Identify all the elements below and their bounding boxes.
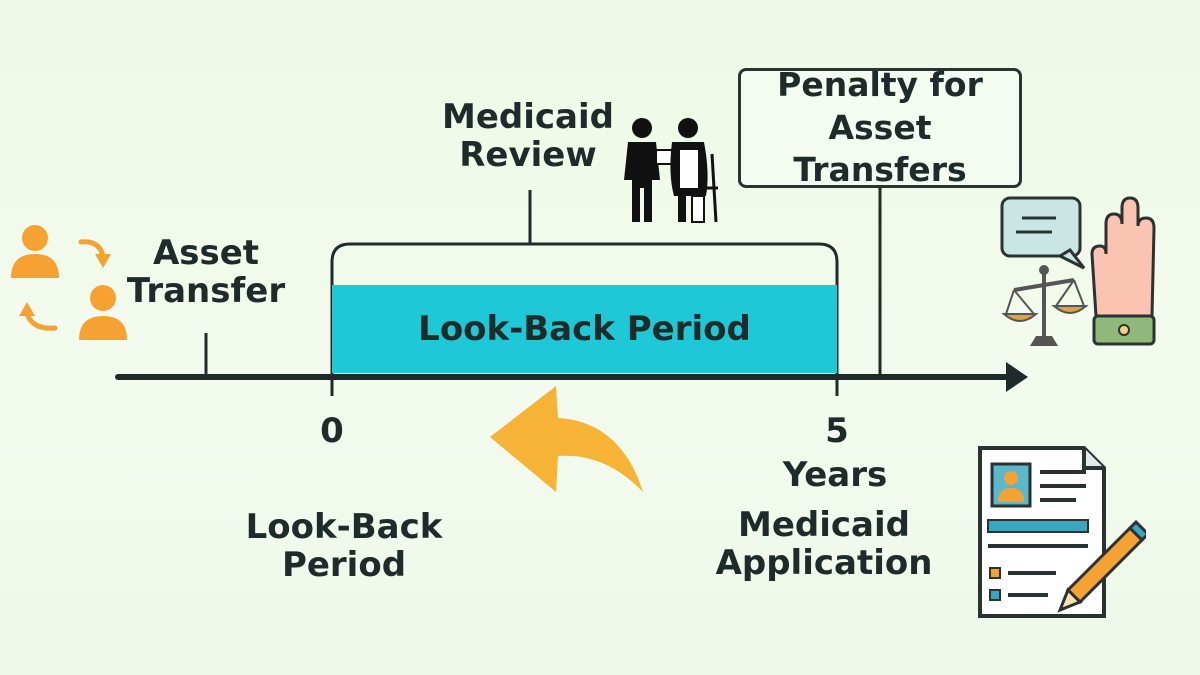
tick-end-label: 5 — [825, 411, 849, 451]
penalty-label: Penalty for Asset Transfers — [777, 64, 983, 190]
asset-transfer-label: Asset Transfer — [126, 233, 286, 312]
review-bracket — [330, 242, 839, 280]
application-form-icon — [978, 446, 1146, 618]
lookback-caption-label: Look-Back Period — [245, 507, 443, 586]
lookback-period-bar: Look-Back Period — [332, 285, 837, 373]
people-transfer-icon — [11, 225, 127, 340]
timeline-arrowhead — [1006, 362, 1028, 392]
medicaid-review-label: Medicaid Review — [442, 97, 614, 176]
judge-hand-icon — [1000, 196, 1156, 346]
tick-start-label: 0 — [320, 411, 344, 451]
penalty-box: Penalty for Asset Transfers — [738, 65, 1022, 189]
medicaid-application-label: Medicaid Application — [715, 505, 933, 584]
lookback-bar-label: Look-Back Period — [418, 309, 751, 349]
curved-back-arrow-icon — [490, 386, 643, 492]
caregiver-patient-icon — [624, 118, 718, 223]
years-label: Years — [782, 455, 888, 495]
